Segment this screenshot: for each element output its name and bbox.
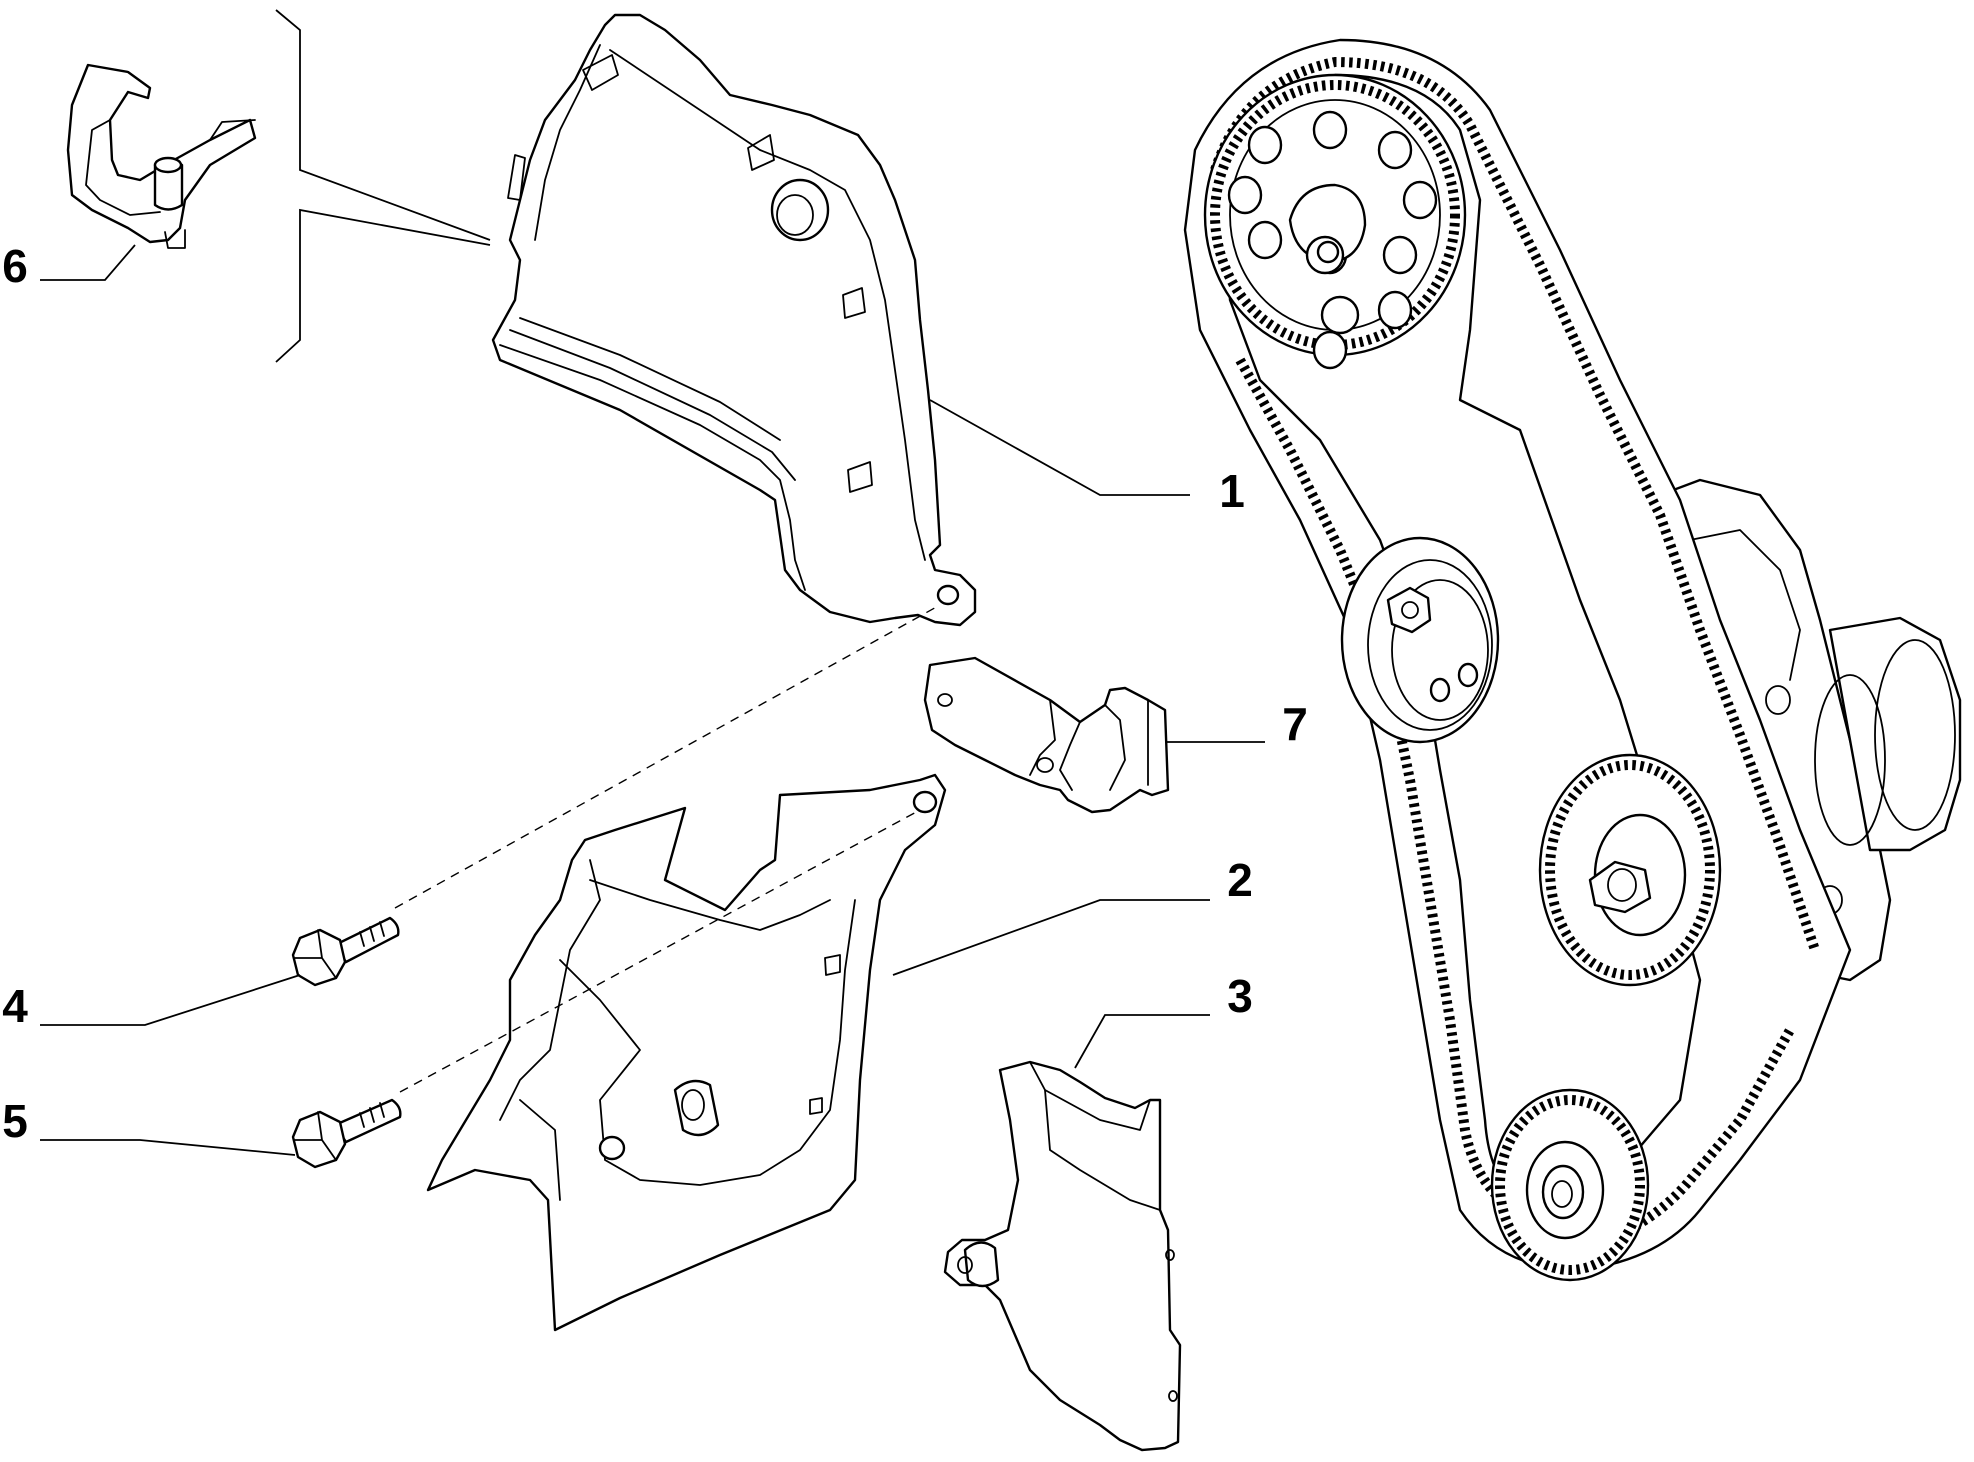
- part-3-cover-plate: [943, 1060, 1182, 1452]
- assembly-guide-lines: [394, 604, 941, 1093]
- part-5-bolt: [291, 1098, 402, 1169]
- callout-6: 6: [2, 240, 28, 292]
- part-7-bracket: [923, 656, 1170, 814]
- callout-5: 5: [2, 1095, 28, 1147]
- timing-belt-assembly: [1183, 38, 1962, 1282]
- callout-2: 2: [1227, 854, 1253, 906]
- callout-1: 1: [1219, 465, 1245, 517]
- callout-4: 4: [2, 980, 28, 1032]
- part-2-lower-cover: [426, 773, 947, 1332]
- inset-bracket: [275, 9, 491, 363]
- part-6-clip: [66, 63, 257, 249]
- part-1-upper-cover: [491, 13, 977, 627]
- callout-leaders: [40, 244, 1265, 1156]
- part-4-bolt: [291, 916, 400, 987]
- callout-labels: 1 2 3 4 5 6 7: [2, 240, 1308, 1147]
- callout-3: 3: [1227, 970, 1253, 1022]
- callout-7: 7: [1282, 698, 1308, 750]
